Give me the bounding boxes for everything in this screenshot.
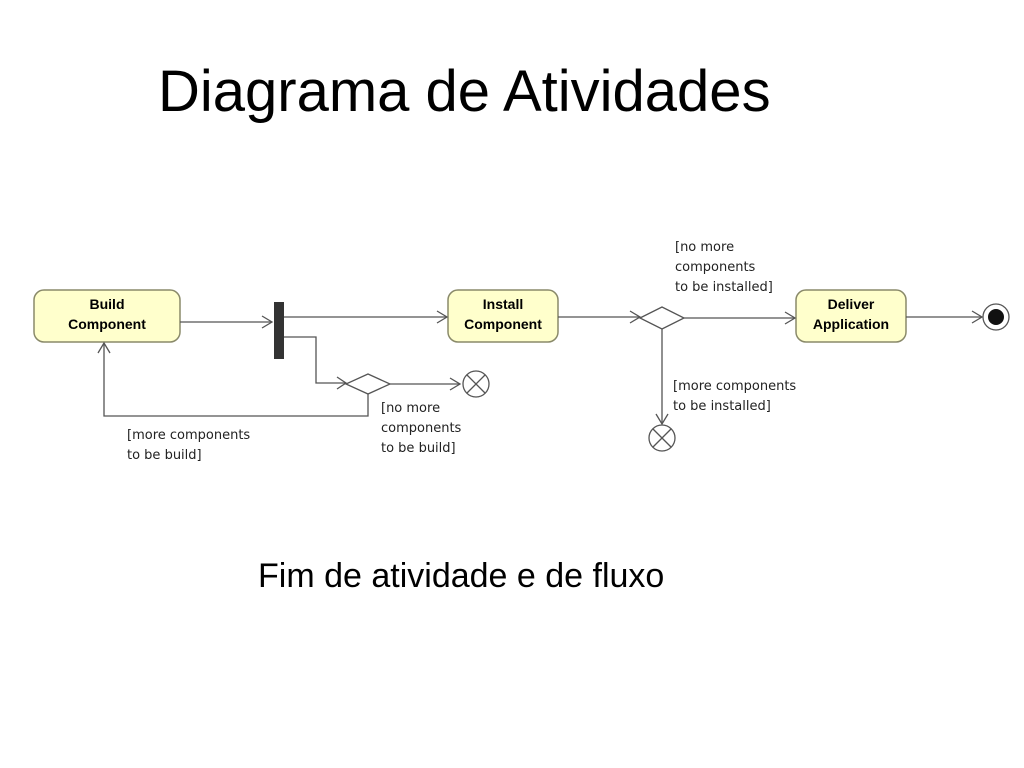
edge-build-to-fork	[180, 315, 274, 329]
fork-bar	[274, 302, 284, 359]
guard-more-installed-line-1: [more components	[673, 379, 796, 394]
edge-loop-back-to-build	[97, 341, 369, 417]
edge-fork-to-decision-build	[284, 336, 348, 390]
action-build-component: Build Component	[33, 289, 181, 343]
action-deliver-line-1: Deliver	[828, 296, 875, 312]
guard-no-more-installed-line-3: to be installed]	[675, 280, 773, 295]
guard-more-installed-line-2: to be installed]	[673, 399, 771, 414]
flow-final-icon-1	[462, 370, 490, 398]
guard-no-more-build-line-1: [no more	[381, 401, 440, 416]
guard-no-more-components-to-be-build: [no more components to be build]	[381, 401, 462, 456]
edge-decision-to-flow-final-1	[390, 377, 462, 391]
action-install-component: Install Component	[447, 289, 559, 343]
slide-title: Diagrama de Atividades	[158, 59, 771, 124]
guard-no-more-build-line-2: components	[381, 421, 462, 436]
guard-more-build-line-1: [more components	[127, 428, 250, 443]
action-build-line-2: Component	[68, 316, 146, 332]
edge-decision-to-deliver	[684, 311, 797, 325]
guard-no-more-components-to-be-installed: [no more components to be installed]	[675, 240, 773, 295]
decision-more-build	[344, 373, 392, 395]
action-install-line-2: Component	[464, 316, 542, 332]
action-install-line-1: Install	[483, 296, 523, 312]
guard-more-components-to-be-build: [more components to be build]	[127, 428, 250, 463]
guard-more-components-to-be-installed: [more components to be installed]	[673, 379, 796, 414]
activity-final-icon	[982, 303, 1010, 331]
action-deliver-application: Deliver Application	[795, 289, 907, 343]
guard-no-more-installed-line-1: [no more	[675, 240, 734, 255]
action-build-line-1: Build	[90, 296, 125, 312]
action-deliver-line-2: Application	[813, 316, 889, 332]
edge-deliver-to-activity-final	[906, 310, 984, 324]
edge-install-to-decision-install	[558, 310, 642, 324]
flow-final-icon-2	[648, 424, 676, 452]
decision-more-install	[638, 306, 686, 330]
edge-decision-to-flow-final-2	[655, 329, 669, 426]
guard-more-build-line-2: to be build]	[127, 448, 202, 463]
edge-fork-to-install	[284, 310, 449, 324]
guard-no-more-installed-line-2: components	[675, 260, 756, 275]
slide-caption: Fim de atividade e de fluxo	[258, 557, 665, 595]
guard-no-more-build-line-3: to be build]	[381, 441, 456, 456]
